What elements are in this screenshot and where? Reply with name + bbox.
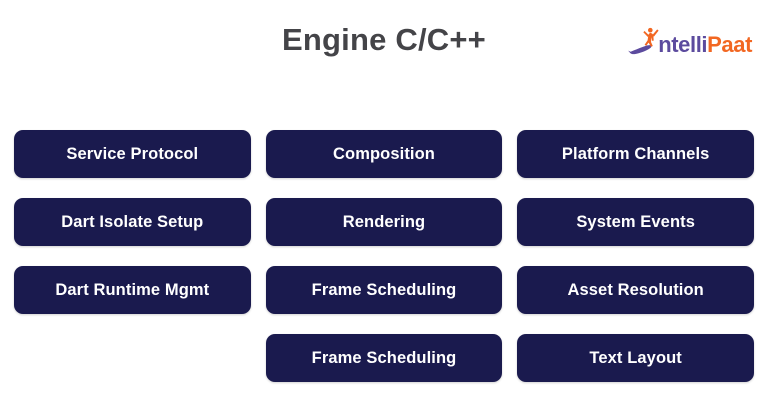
topic-card[interactable]: Text Layout xyxy=(517,334,754,382)
topic-card[interactable]: Dart Isolate Setup xyxy=(14,198,251,246)
card-placeholder xyxy=(14,334,251,382)
topic-card[interactable]: Rendering xyxy=(265,198,503,246)
topic-card[interactable]: Frame Scheduling xyxy=(265,334,503,382)
brand-wordmark: ntelliPaat xyxy=(658,34,752,56)
topic-card[interactable]: Frame Scheduling xyxy=(265,266,503,314)
surfer-figure-icon xyxy=(627,26,661,60)
topic-card[interactable]: Platform Channels xyxy=(517,130,754,178)
brand-wordmark-accent: Paat xyxy=(707,32,752,57)
topic-card[interactable]: Asset Resolution xyxy=(517,266,754,314)
page-title: Engine C/C++ xyxy=(282,22,486,57)
topic-card[interactable]: Service Protocol xyxy=(14,130,251,178)
card-grid: Service Protocol Composition Platform Chan… xyxy=(14,130,754,382)
topic-card[interactable]: System Events xyxy=(517,198,754,246)
header: Engine C/C++ ntelliPaat xyxy=(0,0,768,100)
brand-logo[interactable]: ntelliPaat xyxy=(627,22,752,64)
brand-wordmark-primary: ntelli xyxy=(658,32,708,57)
topic-card[interactable]: Composition xyxy=(265,130,503,178)
topic-card[interactable]: Dart Runtime Mgmt xyxy=(14,266,251,314)
